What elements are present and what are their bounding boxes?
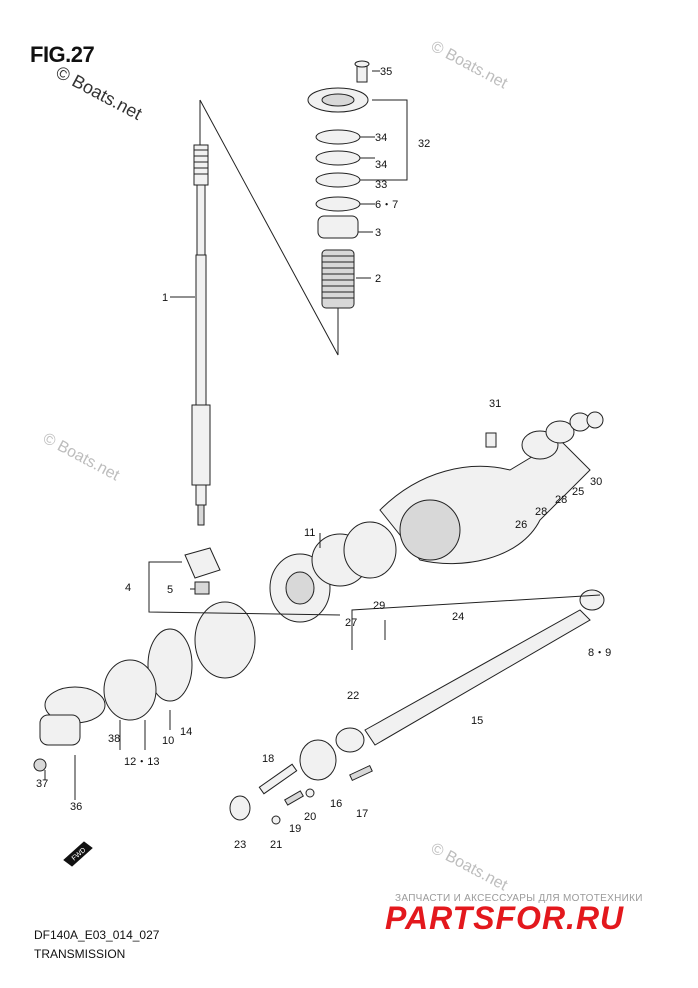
shop-tagline: ЗАПЧАСТИ И АКСЕССУАРЫ ДЛЯ МОТОТЕХНИКИ (395, 893, 643, 904)
callout-8-9: 8・9 (588, 647, 611, 659)
callout-23: 23 (234, 839, 246, 851)
callout-19: 19 (289, 823, 301, 835)
clutch-dog-part (229, 739, 373, 825)
callout-17: 17 (356, 808, 368, 820)
fwd-arrow-icon: FWD (63, 841, 93, 867)
callout-26: 26 (515, 519, 527, 531)
callout-28: 28 (555, 494, 567, 506)
propeller-shaft-part (335, 589, 605, 753)
bearing-housing-part (307, 60, 370, 309)
callout-27: 27 (345, 617, 357, 629)
callout-32: 32 (418, 138, 430, 150)
drive-shaft-part (191, 144, 211, 526)
callout-15: 15 (471, 715, 483, 727)
figure-title: FIG.27 (30, 42, 95, 67)
callout-35: 35 (380, 66, 392, 78)
callout-28b: 28 (535, 506, 547, 518)
callout-22: 22 (347, 690, 359, 702)
callout-21: 21 (270, 839, 282, 851)
callout-33: 33 (375, 179, 387, 191)
pinion-gear-part (184, 547, 221, 595)
callout-6-7: 6・7 (375, 199, 398, 211)
forward-gear-part (269, 521, 397, 623)
callout-31: 31 (489, 398, 501, 410)
callout-34b: 34 (375, 159, 387, 171)
callout-24: 24 (452, 611, 464, 623)
shop-logo[interactable]: PARTSFOR.RU (385, 900, 625, 936)
callout-12-13: 12・13 (124, 756, 159, 768)
callout-37: 37 (36, 778, 48, 790)
callout-11: 11 (304, 527, 315, 539)
callout-1: 1 (162, 292, 168, 304)
callout-2: 2 (375, 273, 381, 285)
reverse-gear-part (33, 601, 256, 772)
gear-housing-part (379, 411, 604, 565)
callout-29: 29 (373, 600, 385, 612)
callout-25: 25 (572, 486, 584, 498)
callout-30: 30 (590, 476, 602, 488)
callout-4: 4 (125, 582, 131, 594)
callout-36: 36 (70, 801, 82, 813)
callout-18: 18 (262, 753, 274, 765)
callout-14: 14 (180, 726, 192, 738)
diagram-code: DF140A_E03_014_027 (34, 928, 160, 942)
diagram-caption: TRANSMISSION (34, 947, 126, 961)
callout-5: 5 (167, 584, 173, 596)
callout-16: 16 (330, 798, 342, 810)
callout-38: 38 (108, 733, 120, 745)
callout-34: 34 (375, 132, 387, 144)
callout-20: 20 (304, 811, 316, 823)
callout-10: 10 (162, 735, 174, 747)
callout-3: 3 (375, 227, 381, 239)
